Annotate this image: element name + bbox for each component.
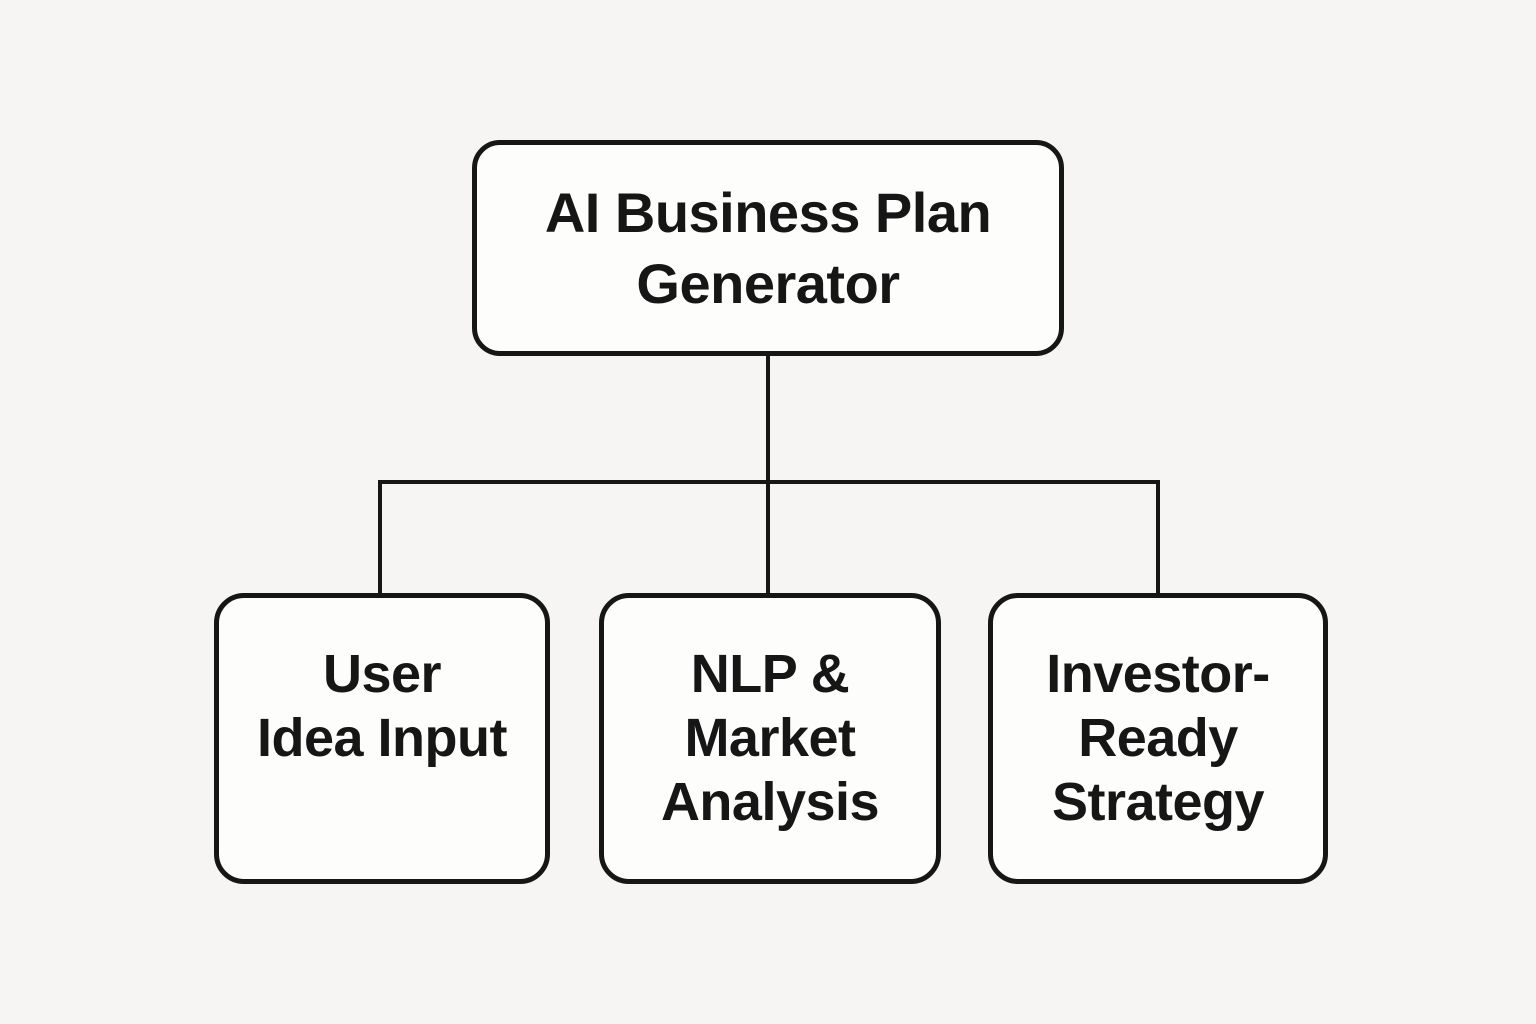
node-label-line: Analysis <box>660 772 880 832</box>
node-ai-business-plan-generator: AI Business Plan Generator <box>472 140 1064 356</box>
node-label-line: Generator <box>636 252 900 315</box>
node-label-line: AI Business Plan <box>544 181 992 244</box>
node-label-line: NLP & <box>690 644 850 704</box>
connector-root-stem <box>766 356 770 482</box>
node-label-line: Ready <box>1078 708 1238 768</box>
connector-drop-right <box>1156 480 1160 593</box>
node-label-line: Strategy <box>1051 772 1265 832</box>
node-label-line: Idea Input <box>257 708 508 768</box>
node-label-line: Investor- <box>1046 644 1270 704</box>
node-investor-ready-strategy: Investor- Ready Strategy <box>988 593 1328 884</box>
connector-drop-middle <box>766 480 770 593</box>
connector-drop-left <box>378 480 382 593</box>
node-label-line: Market <box>684 708 856 768</box>
node-nlp-market-analysis: NLP & Market Analysis <box>599 593 941 884</box>
node-user-idea-input: User Idea Input <box>214 593 550 884</box>
node-label-line: User <box>322 644 442 704</box>
